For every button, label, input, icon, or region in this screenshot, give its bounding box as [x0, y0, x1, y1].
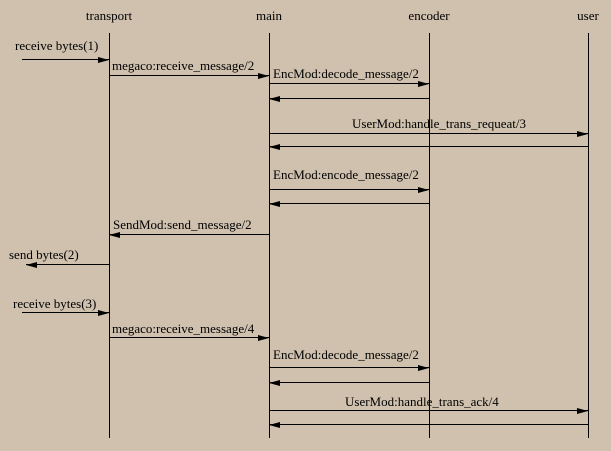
- return-message-line: [269, 203, 429, 204]
- lifeline-label-encoder: encoder: [408, 8, 450, 23]
- message-label: receive bytes(1): [15, 38, 99, 53]
- message-label: EncMod:encode_message/2: [273, 167, 419, 182]
- lifeline-label-user: user: [577, 8, 599, 23]
- message-label: megaco:receive_message/2: [112, 58, 255, 73]
- message-label: EncMod:decode_message/2: [273, 347, 419, 362]
- lifeline-user: [588, 33, 589, 438]
- arrowhead-right-icon: [418, 186, 429, 193]
- message-label: receive bytes(3): [13, 296, 97, 311]
- message-line: [269, 189, 429, 190]
- arrowhead-left-icon: [109, 231, 120, 238]
- message-line: [269, 83, 429, 84]
- message-label: EncMod:decode_message/2: [273, 66, 419, 81]
- arrowhead-right-icon: [258, 334, 269, 341]
- arrowhead-left-icon: [26, 261, 37, 268]
- arrowhead-right-icon: [418, 364, 429, 371]
- message-line: [109, 234, 269, 235]
- lifeline-label-main: main: [256, 8, 282, 23]
- message-label: send bytes(2): [9, 247, 79, 262]
- message-line: [22, 312, 109, 313]
- return-message-line: [269, 382, 429, 383]
- return-message-line: [269, 98, 429, 99]
- return-message-line: [269, 424, 588, 425]
- message-label: SendMod:send_message/2: [113, 217, 252, 232]
- message-label: UserMod:handle_trans_ack/4: [345, 394, 499, 409]
- lifeline-label-transport: transport: [85, 8, 133, 23]
- message-line: [22, 59, 109, 60]
- lifeline-encoder: [429, 33, 430, 438]
- message-line: [269, 133, 588, 134]
- arrowhead-right-icon: [577, 130, 588, 137]
- arrowhead-left-icon: [269, 200, 280, 207]
- arrowhead-right-icon: [98, 56, 109, 63]
- arrowhead-left-icon: [269, 143, 280, 150]
- arrowhead-right-icon: [418, 80, 429, 87]
- arrowhead-left-icon: [269, 379, 280, 386]
- arrowhead-left-icon: [269, 95, 280, 102]
- message-label: UserMod:handle_trans_requeat/3: [352, 116, 527, 131]
- lifeline-main: [269, 33, 270, 438]
- message-label: megaco:receive_message/4: [112, 321, 255, 336]
- arrowhead-right-icon: [577, 407, 588, 414]
- message-line: [269, 367, 429, 368]
- message-line: [109, 75, 269, 76]
- return-message-line: [269, 146, 588, 147]
- message-line: [26, 264, 109, 265]
- arrowhead-right-icon: [258, 72, 269, 79]
- message-line: [269, 410, 588, 411]
- arrowhead-right-icon: [98, 309, 109, 316]
- message-line: [109, 337, 269, 338]
- arrowhead-left-icon: [269, 421, 280, 428]
